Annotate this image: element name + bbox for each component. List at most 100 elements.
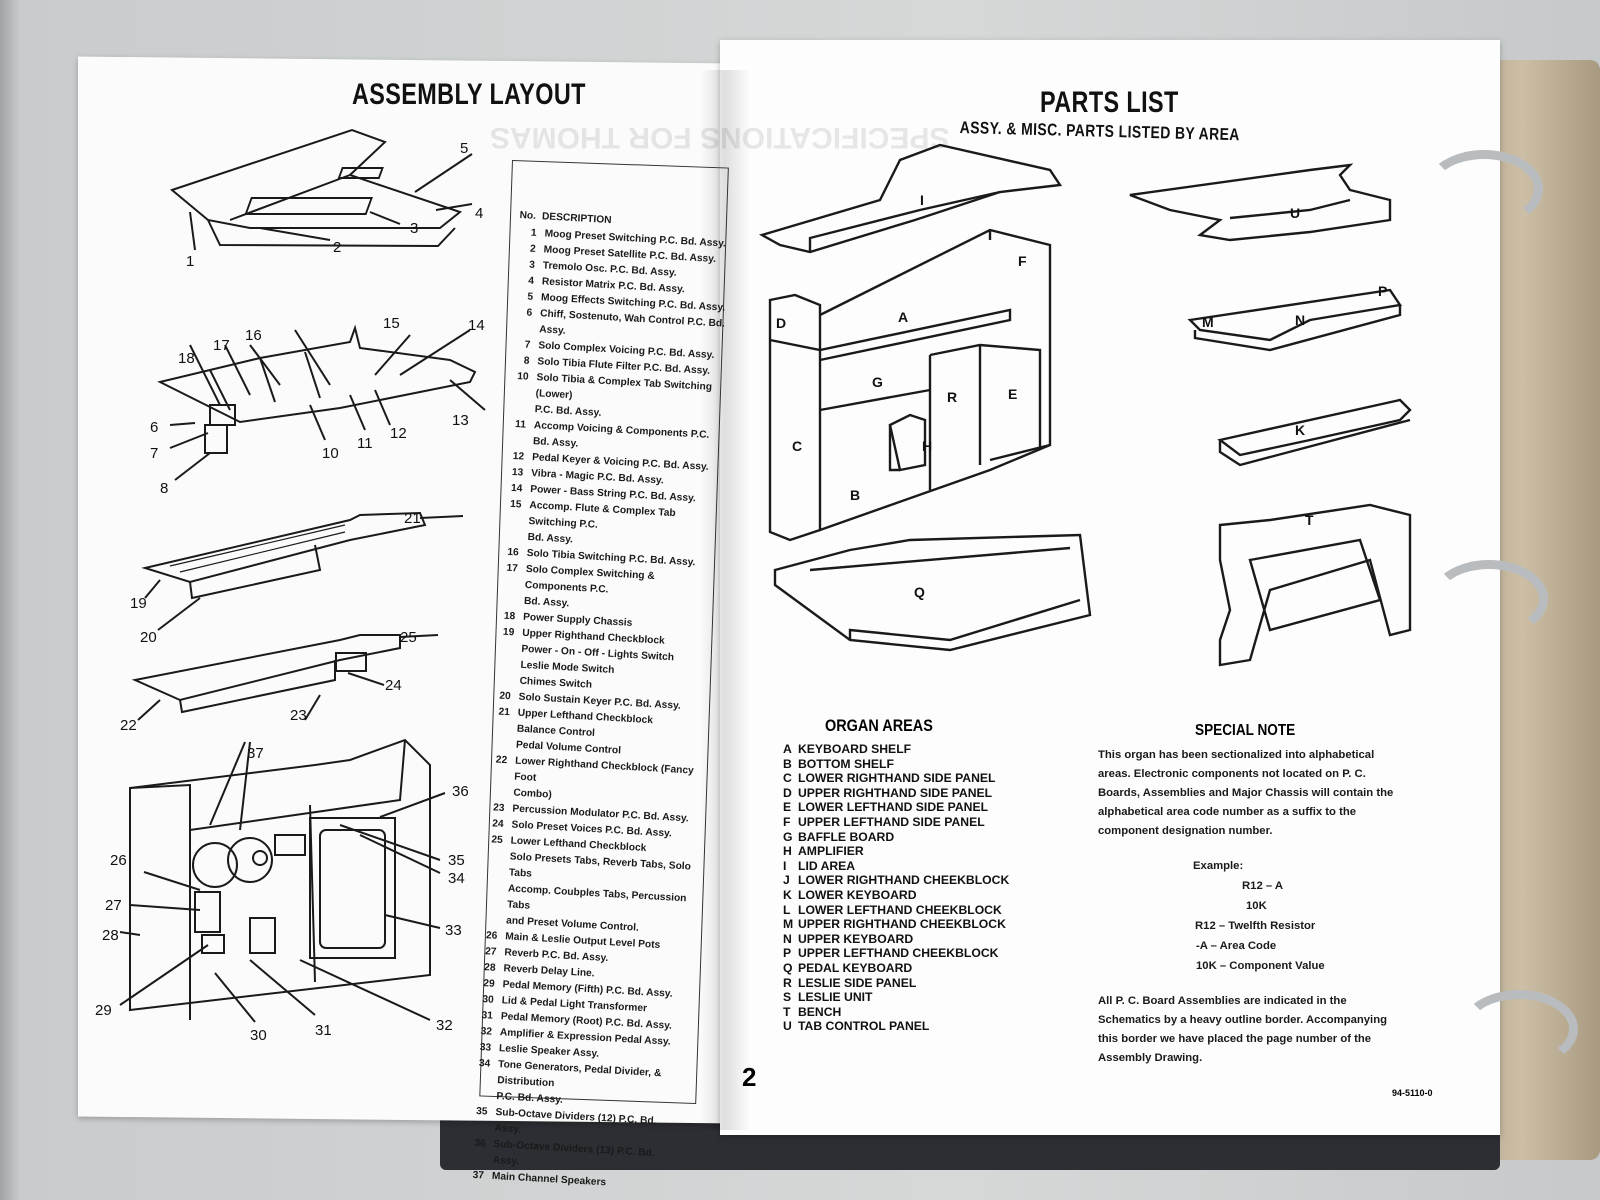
- callout-23: 23: [290, 707, 307, 724]
- callout-33: 33: [445, 922, 462, 939]
- area-label-e: E: [1008, 386, 1017, 402]
- part-number: 29: [482, 978, 495, 990]
- area-code: U: [783, 1019, 792, 1034]
- area-label-u: U: [1290, 205, 1300, 221]
- area-label-k: K: [1295, 422, 1305, 438]
- callout-35: 35: [448, 852, 465, 869]
- callout-20: 20: [140, 629, 157, 646]
- area-name: LOWER LEFTHAND CHEEKBLOCK: [798, 902, 1002, 917]
- area-name: UPPER KEYBOARD: [798, 931, 914, 946]
- binder-ring-top: [1425, 150, 1543, 228]
- callout-34: 34: [448, 870, 465, 887]
- part-number: 30: [482, 994, 495, 1006]
- page-number: 2: [742, 1062, 757, 1092]
- book-gutter: [700, 70, 750, 1130]
- callout-17: 17: [213, 337, 230, 354]
- area-name: UPPER RIGHTHAND SIDE PANEL: [798, 785, 993, 800]
- callout-28: 28: [102, 927, 119, 944]
- area-label-c: C: [792, 438, 802, 454]
- organ-areas-title: ORGAN AREAS: [825, 716, 933, 735]
- part-number: 36: [474, 1137, 487, 1150]
- part-number: 33: [479, 1042, 492, 1054]
- area-name: BOTTOM SHELF: [798, 756, 894, 771]
- callout-18: 18: [178, 350, 195, 367]
- area-code: L: [783, 902, 791, 917]
- area-name: LOWER RIGHTHAND SIDE PANEL: [798, 771, 996, 786]
- callout-24: 24: [385, 677, 402, 694]
- callout-19: 19: [130, 595, 147, 612]
- area-label-n: N: [1295, 312, 1305, 328]
- organ-area-item: C LOWER RIGHTHAND SIDE PANEL: [783, 771, 1009, 786]
- area-label-i: I: [920, 192, 924, 208]
- callout-8: 8: [160, 480, 168, 497]
- special-note-text: This organ has been sectionalized into a…: [1098, 749, 1394, 837]
- area-label-p: P: [1378, 283, 1387, 299]
- area-label-g: G: [872, 374, 883, 390]
- part-number: 23: [492, 802, 505, 815]
- area-name: KEYBOARD SHELF: [798, 742, 912, 756]
- callout-7: 7: [150, 445, 158, 462]
- area-name: LESLIE UNIT: [798, 990, 873, 1005]
- area-code: C: [783, 771, 792, 786]
- area-label-r: R: [947, 389, 957, 405]
- callout-29: 29: [95, 1002, 112, 1019]
- organ-area-item: Q PEDAL KEYBOARD: [783, 961, 1009, 976]
- example-label: Example:: [1193, 860, 1244, 872]
- area-name: LOWER KEYBOARD: [798, 887, 917, 902]
- part-number: 27: [484, 946, 497, 958]
- callout-10: 10: [322, 445, 339, 462]
- part-number: 31: [481, 1010, 494, 1022]
- area-label-t: T: [1305, 512, 1314, 528]
- organ-areas-diagram: I U A D F G R E C H B P M N K T Q: [758, 143, 1412, 667]
- callout-16: 16: [245, 327, 262, 344]
- part-number: 5: [527, 291, 534, 303]
- area-code: R: [783, 975, 792, 990]
- part-number: 2: [529, 243, 537, 255]
- callout-27: 27: [105, 897, 122, 914]
- no-header: No.: [519, 209, 537, 222]
- area-name: PEDAL KEYBOARD: [798, 960, 913, 975]
- area-code: T: [783, 1004, 791, 1019]
- callout-5: 5: [460, 140, 468, 157]
- part-number: 26: [485, 930, 498, 942]
- area-name: UPPER LEFTHAND SIDE PANEL: [798, 814, 985, 829]
- area-name: BENCH: [798, 1004, 842, 1019]
- part-number: 3: [528, 259, 536, 271]
- area-label-d: D: [776, 315, 786, 331]
- callout-2: 2: [333, 239, 341, 256]
- example-designation: R12 – A: [1242, 880, 1284, 892]
- part-number: 35: [475, 1105, 488, 1118]
- part-number: 21: [498, 706, 511, 719]
- callout-3: 3: [410, 220, 418, 237]
- part-number: 18: [503, 610, 516, 623]
- area-name: LOWER RIGHTHAND CHEEKBLOCK: [798, 873, 1010, 888]
- callout-37: 37: [247, 745, 264, 762]
- area-label-q: Q: [914, 584, 925, 600]
- part-number: 17: [506, 562, 519, 575]
- part-number: 8: [523, 355, 530, 367]
- area-name: BAFFLE BOARD: [798, 829, 895, 844]
- area-code: Q: [783, 960, 793, 975]
- callout-25: 25: [400, 629, 417, 646]
- part-number: 25: [491, 834, 503, 847]
- callout-4: 4: [475, 205, 483, 222]
- area-name: LID AREA: [798, 858, 856, 873]
- callout-12: 12: [390, 425, 407, 442]
- callout-14: 14: [468, 317, 485, 334]
- callout-15: 15: [383, 315, 400, 332]
- callout-11: 11: [357, 435, 373, 452]
